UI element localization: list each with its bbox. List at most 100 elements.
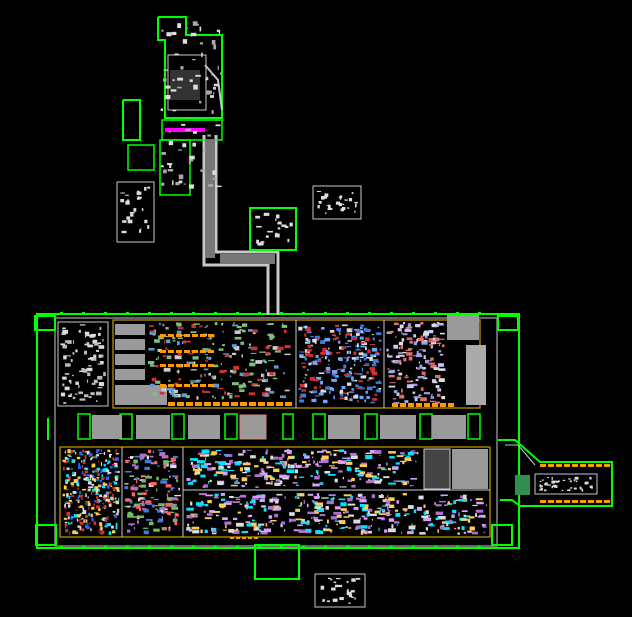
column-marker [412,546,415,549]
assembly-line [404,400,408,403]
workstations [138,485,141,488]
production-line [472,504,478,507]
production-line [467,531,474,533]
production-line [289,465,291,469]
racking [329,352,333,355]
machinery [177,327,184,330]
production-line [345,461,353,465]
production-line [222,471,228,476]
production-line [330,516,338,520]
workstations [125,459,131,462]
workstations [163,527,167,530]
production-line [325,524,328,528]
production-line [244,504,248,508]
conveyor [200,364,206,367]
annex-fixtures [591,485,593,489]
production-line [350,495,353,499]
racking [345,335,347,339]
storage-racks [115,525,118,530]
production-line [457,532,460,535]
production-line [280,523,283,528]
inset-drawing-detail [338,203,342,207]
workstations [143,498,146,500]
conveyor [276,402,283,406]
room-fixtures [168,140,174,146]
machinery [239,384,247,388]
workstations [159,507,165,511]
storage-racks [99,526,103,531]
machinery [178,378,181,381]
stair-core [312,413,326,440]
workstations [172,475,179,478]
hatched-area [466,345,486,405]
production-line [226,470,235,472]
column-marker [60,546,63,549]
inset-drawing-detail [334,584,339,588]
storage-racks [116,512,119,516]
racking [322,399,328,404]
machinery [190,331,197,334]
racking [365,390,368,394]
production-line [191,526,200,530]
production-line [246,523,253,527]
racking [364,363,370,365]
racking [335,352,341,354]
office-furniture [88,396,92,399]
conveyor [177,402,184,406]
assembly-line [423,335,425,337]
machinery [257,378,262,381]
assembly-line [438,368,446,371]
storage-racks [64,502,68,504]
office-furniture [87,357,94,360]
racking [370,401,375,404]
conveyor [213,402,220,406]
room-fixtures [178,174,184,180]
conveyor [160,350,166,353]
office-furniture [97,375,103,380]
production-line [338,449,345,453]
production-line [210,453,216,456]
production-line [259,458,266,463]
racking [354,328,359,332]
racking [338,358,343,361]
inset-drawing-detail [325,212,327,214]
production-line [269,498,273,503]
machinery [205,360,209,362]
office-furniture [93,354,97,358]
machinery [162,355,166,357]
assembly-line [422,349,426,352]
assembly-line [441,396,446,400]
storage-racks [78,506,81,508]
machinery [250,359,255,362]
workstations [137,520,139,524]
workstations [174,494,181,497]
racking [336,368,343,370]
assembly-line [387,353,390,355]
machinery [151,377,157,382]
racking [347,392,349,396]
production-line [343,516,350,518]
racking [374,353,380,356]
racking [360,341,365,344]
storage-racks [64,504,66,508]
racking [347,356,351,358]
assembly-line [416,324,421,328]
storage-racks [77,496,80,500]
column-marker [280,312,283,315]
storage-racks [107,516,109,520]
racking [372,398,378,401]
room-fixtures [161,29,164,32]
production-line [360,462,368,466]
northeast-stair [497,315,519,331]
production-line [297,497,300,499]
production-line [442,524,445,527]
machinery [267,345,272,347]
racking [351,379,357,382]
assembly-line [423,355,426,360]
inset-drawing-detail [129,212,135,214]
production-line [324,471,331,474]
inset-drawing-detail [136,197,140,200]
room-fixtures [166,32,172,37]
storage-racks [76,456,81,460]
annex-fixtures [575,480,578,482]
